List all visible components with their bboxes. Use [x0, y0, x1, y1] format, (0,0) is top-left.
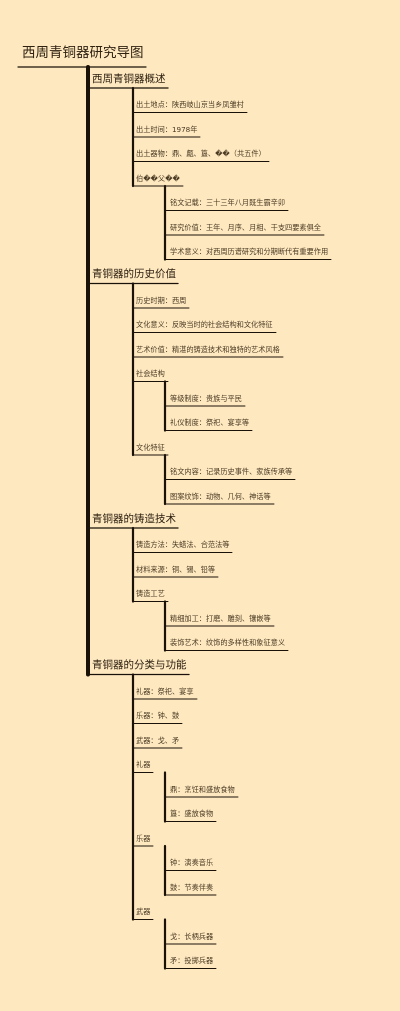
branch-node: 出土器物：鼎、甗、簋、��（共五件） — [136, 149, 266, 159]
leaf-node: 簋：盛放食物 — [170, 809, 214, 819]
section-node: 青铜器的铸造技术 — [92, 512, 176, 525]
leaf-node: 图案纹饰：动物、几何、神话等 — [170, 491, 271, 501]
branch-node: 历史时期：西周 — [136, 295, 187, 305]
branch-node: 礼器：祭祀、宴享 — [136, 686, 194, 696]
section-node: 西周青铜器概述 — [92, 72, 166, 85]
branch-node: 伯��父�� — [136, 173, 180, 183]
leaf-node: 研究价值：王年、月序、月相、干支四要素俱全 — [170, 222, 321, 232]
root-node: 西周青铜器研究导图 — [22, 44, 144, 61]
branch-node: 文化特征 — [136, 442, 165, 452]
section-node: 青铜器的历史价值 — [92, 268, 176, 280]
leaf-node: 鼎：烹饪和盛放食物 — [170, 784, 235, 794]
branch-node: 文化意义：反映当时的社会结构和文化特征 — [136, 320, 273, 330]
branch-node: 出土地点：陕西岐山京当乡凤雏村 — [136, 100, 244, 110]
leaf-node: 学术意义：对西周历谱研究和分期断代有重要作用 — [170, 247, 329, 257]
leaf-node: 戈：长柄兵器 — [170, 931, 214, 941]
branch-node: 武器 — [136, 907, 151, 917]
branch-node: 艺术价值：精湛的铸造技术和独特的艺术风格 — [136, 344, 280, 354]
section-node: 青铜器的分类与功能 — [92, 659, 187, 671]
branch-node: 材料来源：铜、锡、铅等 — [136, 564, 216, 574]
branch-node: 铸造方法：失蜡法、合范法等 — [136, 540, 230, 550]
branch-node: 出土时间：1978年 — [136, 124, 198, 134]
leaf-node: 钟：演奏音乐 — [170, 858, 214, 868]
branch-node: 礼器 — [136, 760, 151, 770]
branch-node: 铸造工艺 — [136, 589, 165, 599]
leaf-node: 装饰艺术：纹饰的多样性和象征意义 — [170, 638, 286, 648]
leaf-node: 铭文内容：记录历史事件、家族传承等 — [170, 467, 293, 477]
leaf-node: 铭文记载：三十三年八月既生霸辛卯 — [170, 198, 286, 208]
branch-node: 武器：戈、矛 — [136, 735, 180, 745]
branch-node: 社会结构 — [136, 369, 165, 379]
leaf-node: 精细加工：打磨、雕刻、镶嵌等 — [170, 613, 271, 623]
leaf-node: 鼓：节奏伴奏 — [170, 882, 214, 892]
leaf-node: 等级制度：贵族与平民 — [170, 393, 242, 403]
leaf-node: 矛：投掷兵器 — [170, 956, 214, 966]
leaf-node: 礼仪制度：祭祀、宴享等 — [170, 418, 250, 428]
branch-node: 乐器：钟、鼓 — [136, 711, 180, 721]
branch-node: 乐器 — [136, 833, 151, 843]
